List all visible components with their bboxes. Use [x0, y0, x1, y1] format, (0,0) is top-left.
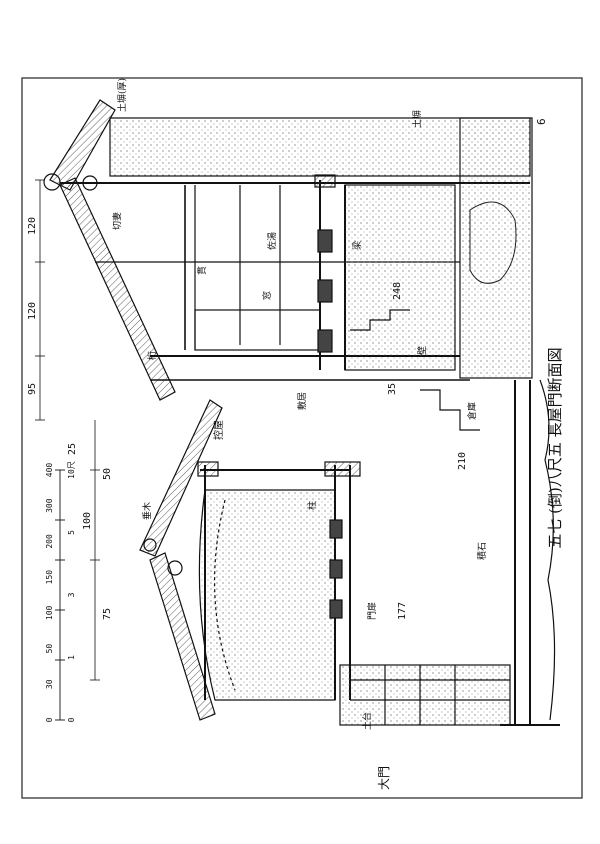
label-nuki: 貫	[197, 266, 208, 275]
scale-tick-label: 300	[45, 498, 54, 513]
dim-100: 100	[82, 512, 93, 530]
label-gate-leaf: 門扉	[366, 602, 378, 620]
scale-tick-label: 200	[45, 534, 54, 549]
dim-35: 35	[387, 383, 398, 395]
dim-95: 95	[27, 383, 38, 395]
dim-25: 25	[67, 443, 78, 455]
scale-bar-labels: 0 30 50 100 150 200 300 400 0 1 3 5 10尺	[45, 461, 76, 722]
dim-120-upper: 120	[27, 217, 38, 235]
dimension-lines	[35, 179, 100, 681]
scale-bar	[55, 469, 65, 721]
label-dodai: 土台	[361, 712, 373, 730]
upper-building	[43, 99, 533, 431]
sheet-number: 6	[535, 118, 548, 125]
lower-roof	[139, 399, 223, 557]
gate-base	[339, 664, 511, 726]
label-dobei-top: 土塀	[411, 110, 423, 128]
scale-tick-label: 400	[45, 463, 54, 478]
label-omon: 大門	[377, 766, 391, 790]
scale-unit-label: 3	[67, 592, 76, 597]
scale-tick-label: 150	[45, 570, 54, 585]
label-hikaeya: 控屋	[212, 420, 225, 440]
dim-120-lower: 120	[27, 302, 38, 320]
right-stone-wall	[459, 117, 533, 379]
label-kabe: 壁	[416, 346, 428, 355]
gate-arch	[198, 489, 336, 701]
label-shikii: 敷居	[296, 392, 308, 410]
scale-unit-label: 10尺	[67, 461, 76, 479]
dim-75: 75	[102, 608, 113, 620]
sheet-frame	[21, 77, 583, 799]
scale-tick-label: 0	[45, 717, 54, 722]
dim-177: 177	[397, 602, 408, 620]
dim-50: 50	[102, 468, 113, 480]
label-dobei: 土塀(厚)	[116, 78, 128, 112]
dim-210: 210	[457, 452, 468, 470]
scale-unit-label: 5	[67, 530, 76, 535]
label-keta: 桁	[146, 351, 158, 360]
label-hari: 梁	[351, 241, 363, 250]
lower-building	[139, 379, 560, 726]
label-taruki: 垂木	[141, 502, 153, 520]
label-genkan-room: 倉庫	[466, 402, 478, 420]
upper-roof	[49, 99, 116, 191]
label-kayu: 佐湯	[266, 232, 278, 250]
label-mado: 窓	[261, 291, 273, 300]
label-hashira: 柱	[306, 501, 318, 510]
scale-unit-label: 0	[67, 717, 76, 722]
label-kirizuma: 切妻	[111, 212, 123, 230]
scale-tick-label: 100	[45, 605, 54, 620]
drawing-title: 五七 (倒)八尺五 長屋門断面図	[546, 347, 564, 548]
shrub-sketch	[469, 201, 517, 284]
dim-248: 248	[392, 282, 403, 300]
scale-tick-label: 30	[45, 679, 54, 689]
scale-tick-label: 50	[45, 644, 54, 654]
scale-unit-label: 1	[67, 655, 76, 660]
label-ishigaki: 積石	[476, 542, 488, 560]
